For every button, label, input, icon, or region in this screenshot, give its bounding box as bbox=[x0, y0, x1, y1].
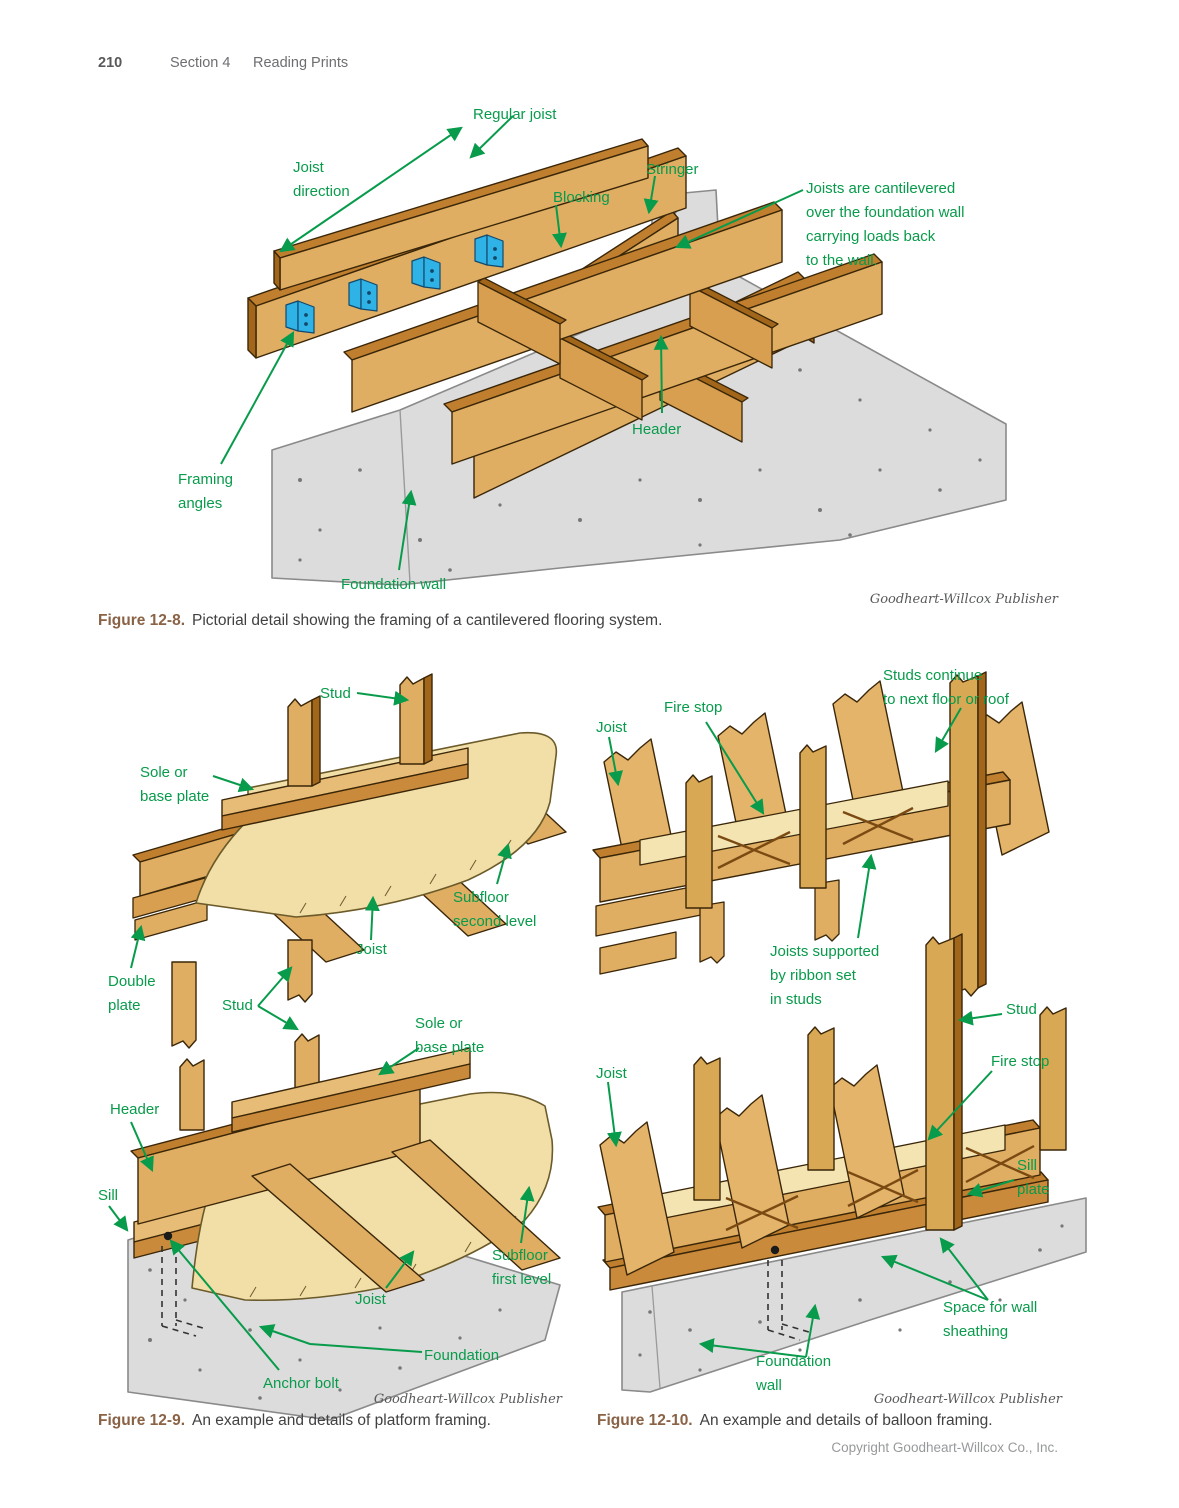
label-double-plate: Double plate bbox=[108, 973, 156, 1014]
caption-text-fig9: An example and details of platform frami… bbox=[192, 1412, 491, 1429]
fig9-illustration bbox=[127, 673, 567, 1421]
label-blocking: Blocking bbox=[553, 189, 610, 206]
figure-number-fig9: Figure 12-9. bbox=[98, 1412, 185, 1429]
label-subfloor-second: Subfloor second level bbox=[453, 889, 537, 930]
label-anchor-bolt: Anchor bolt bbox=[263, 1375, 339, 1392]
anchor-bolt-icon bbox=[161, 1231, 207, 1337]
label-stud-fig10: Stud bbox=[1006, 1001, 1037, 1018]
label-space-sheathing: Space for wall sheathing bbox=[943, 1299, 1038, 1340]
section-number: Section 4 bbox=[170, 55, 231, 71]
label-joist-upper-fig9: Joist bbox=[356, 941, 387, 958]
label-joist-upper-fig10: Joist bbox=[596, 719, 627, 736]
label-stringer: Stringer bbox=[646, 161, 699, 178]
label-sole-plate-upper: Sole or base plate bbox=[140, 764, 210, 805]
label-foundation: Foundation bbox=[424, 1347, 500, 1364]
label-foundation-wall-fig8: Foundation wall bbox=[341, 576, 447, 593]
label-joist-lower-fig9: Joist bbox=[355, 1291, 386, 1308]
label-sole-plate-lower: Sole or base plate bbox=[415, 1015, 485, 1056]
figure-number-fig8: Figure 12-8. bbox=[98, 612, 185, 629]
caption-fig9: Figure 12-9. An example and details of pl… bbox=[98, 1412, 491, 1430]
caption-text-fig8: Pictorial detail showing the framing of … bbox=[192, 612, 663, 629]
label-subfloor-first: Subfloor first level bbox=[492, 1247, 552, 1288]
page-number: 210 bbox=[98, 55, 123, 71]
fig10-illustration bbox=[592, 671, 1087, 1393]
anchor-bolt-lower-icon bbox=[767, 1245, 813, 1341]
label-fire-stop-lower: Fire stop bbox=[991, 1053, 1050, 1070]
label-ribbon-note: Joists supported by ribbon set in studs bbox=[770, 943, 880, 1008]
copyright-line: Copyright Goodheart-Willcox Co., Inc. bbox=[831, 1440, 1058, 1455]
credit-fig9: Goodheart-Willcox Publisher bbox=[373, 1392, 562, 1407]
label-foundation-wall-fig10: Foundation wall bbox=[756, 1353, 832, 1394]
label-header-fig9: Header bbox=[110, 1101, 160, 1118]
label-regular-joist: Regular joist bbox=[473, 106, 557, 123]
figure-number-fig10: Figure 12-10. bbox=[597, 1412, 693, 1429]
section-title: Reading Prints bbox=[253, 55, 349, 71]
label-sill: Sill bbox=[98, 1187, 119, 1204]
label-stud-upper-fig9: Stud bbox=[320, 685, 351, 702]
leader-arrows bbox=[108, 115, 1015, 1371]
label-joist-direction: Joist direction bbox=[293, 159, 350, 200]
credit-fig10: Goodheart-Willcox Publisher bbox=[873, 1392, 1062, 1407]
label-header-fig8: Header bbox=[632, 421, 682, 438]
label-framing-angles: Framing angles bbox=[178, 471, 234, 512]
label-studs-continue: Studs continue to next floor or roof bbox=[883, 667, 1009, 708]
label-fire-stop-upper: Fire stop bbox=[664, 699, 723, 716]
label-sill-plate: Sill plate bbox=[1017, 1157, 1050, 1198]
label-cantilever-note: Joists are cantilevered over the foundat… bbox=[806, 180, 965, 269]
caption-fig10: Figure 12-10. An example and details of b… bbox=[597, 1412, 993, 1430]
caption-text-fig10: An example and details of balloon framin… bbox=[699, 1412, 993, 1429]
label-stud-lower-fig9: Stud bbox=[222, 997, 253, 1014]
framing-angle-icons bbox=[285, 234, 504, 334]
credit-fig8: Goodheart-Willcox Publisher bbox=[869, 592, 1058, 607]
caption-fig8: Figure 12-8. Pictorial detail showing the… bbox=[98, 612, 662, 630]
label-joist-lower-fig10: Joist bbox=[596, 1065, 627, 1082]
